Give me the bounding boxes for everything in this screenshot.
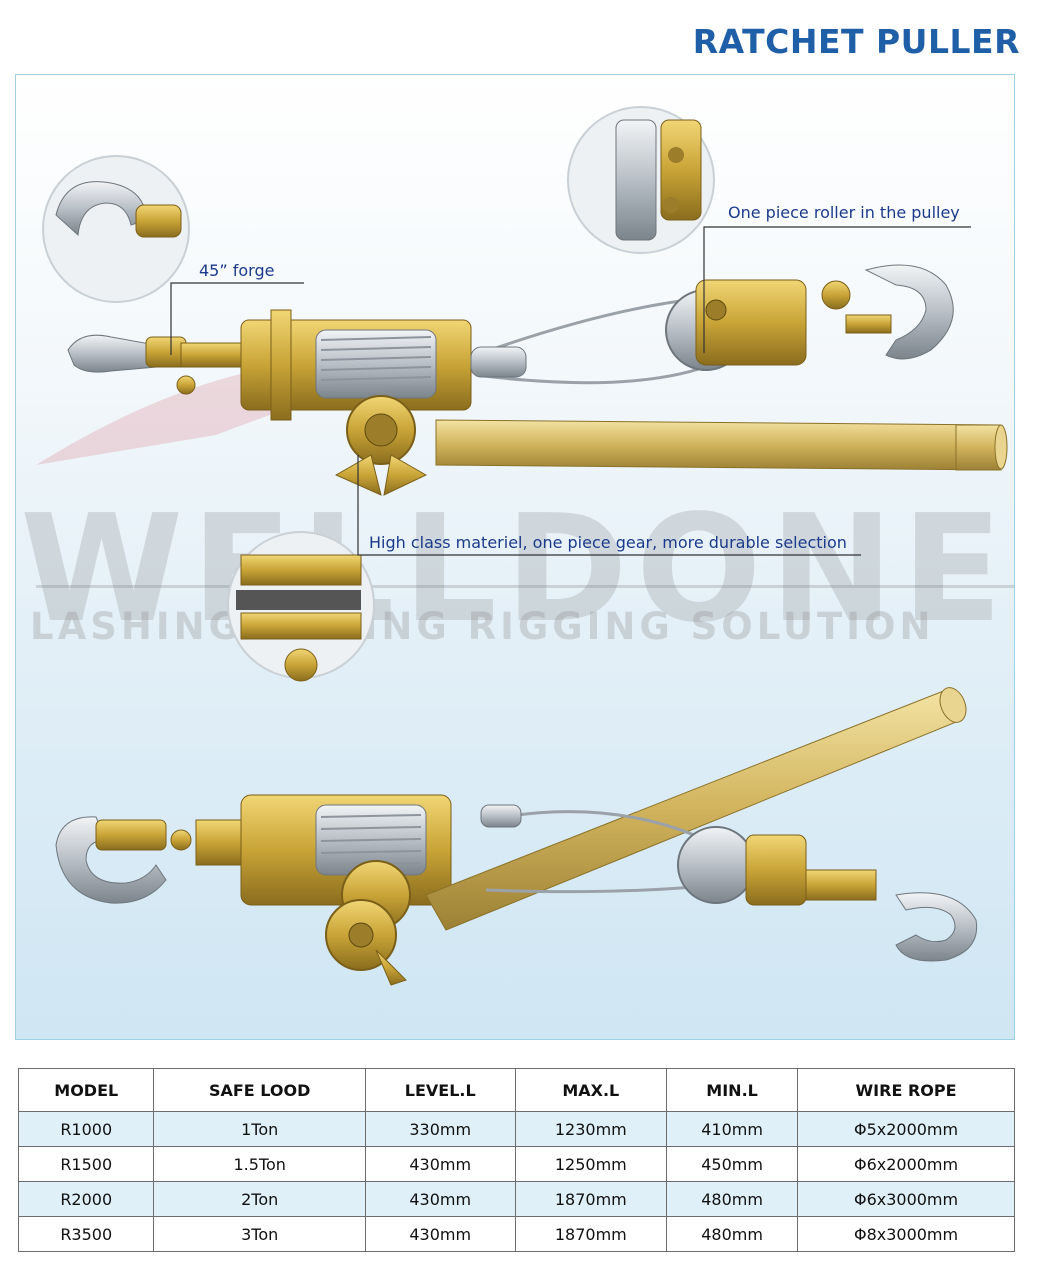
callout-roller: One piece roller in the pulley xyxy=(728,203,960,222)
cell-min-length: 480mm xyxy=(666,1181,799,1217)
cell-model: R1500 xyxy=(17,1146,155,1182)
header-level-length: LEVEL.L xyxy=(364,1068,516,1112)
cell-safe-load: 1Ton xyxy=(153,1111,366,1147)
table-row: R2000 2Ton 430mm 1870mm 480mm Φ6x3000mm xyxy=(17,1181,1015,1217)
product-panel: WELLDONE LASHING LIFTING RIGGING SOLUTIO… xyxy=(15,74,1015,1040)
cell-model: R3500 xyxy=(17,1216,155,1252)
bottom-puller xyxy=(55,687,978,986)
cell-wire-rope: Φ8x3000mm xyxy=(797,1216,1015,1252)
cell-max-length: 1870mm xyxy=(514,1216,668,1252)
top-puller xyxy=(67,264,1008,496)
cell-min-length: 410mm xyxy=(666,1111,799,1147)
table-row: R1500 1.5Ton 430mm 1250mm 450mm Φ6x2000m… xyxy=(17,1146,1015,1182)
cell-wire-rope: Φ6x2000mm xyxy=(797,1146,1015,1182)
detail-pulley-circle xyxy=(567,106,715,254)
cell-max-length: 1870mm xyxy=(514,1181,668,1217)
cell-safe-load: 3Ton xyxy=(153,1216,366,1252)
spec-table: MODEL SAFE LOOD LEVEL.L MAX.L MIN.L WIRE… xyxy=(17,1068,1015,1252)
table-row: R1000 1Ton 330mm 1230mm 410mm Φ5x2000mm xyxy=(17,1111,1015,1147)
cell-level-length: 430mm xyxy=(364,1181,516,1217)
page-title: RATCHET PULLER xyxy=(692,22,1020,61)
cell-level-length: 430mm xyxy=(364,1216,516,1252)
table-row: R3500 3Ton 430mm 1870mm 480mm Φ8x3000mm xyxy=(17,1216,1015,1252)
cell-max-length: 1230mm xyxy=(514,1111,668,1147)
header-max-length: MAX.L xyxy=(514,1068,668,1112)
cell-level-length: 430mm xyxy=(364,1146,516,1182)
watermark-divider xyxy=(36,585,1014,588)
cell-wire-rope: Φ5x2000mm xyxy=(797,1111,1015,1147)
spec-header-row: MODEL SAFE LOOD LEVEL.L MAX.L MIN.L WIRE… xyxy=(17,1068,1015,1112)
cell-safe-load: 1.5Ton xyxy=(153,1146,366,1182)
watermark-brand: WELLDONE xyxy=(20,483,1011,655)
detail-hook-circle xyxy=(42,155,190,303)
cell-wire-rope: Φ6x3000mm xyxy=(797,1181,1015,1217)
cell-level-length: 330mm xyxy=(364,1111,516,1147)
header-wire-rope: WIRE ROPE xyxy=(797,1068,1015,1112)
cell-max-length: 1250mm xyxy=(514,1146,668,1182)
cell-model: R1000 xyxy=(17,1111,155,1147)
cell-min-length: 480mm xyxy=(666,1216,799,1252)
callout-forge: 45” forge xyxy=(199,261,275,280)
header-model: MODEL xyxy=(17,1068,155,1112)
product-illustration xyxy=(36,106,1008,986)
header-min-length: MIN.L xyxy=(666,1068,799,1112)
cell-min-length: 450mm xyxy=(666,1146,799,1182)
detail-gear-circle xyxy=(227,531,375,682)
callout-gear: High class materiel, one piece gear, mor… xyxy=(369,533,847,552)
watermark-tagline: LASHING LIFTING RIGGING SOLUTION xyxy=(30,605,935,648)
cell-safe-load: 2Ton xyxy=(153,1181,366,1217)
header-safe-load: SAFE LOOD xyxy=(153,1068,366,1112)
cell-model: R2000 xyxy=(17,1181,155,1217)
callout-lines xyxy=(170,226,971,556)
